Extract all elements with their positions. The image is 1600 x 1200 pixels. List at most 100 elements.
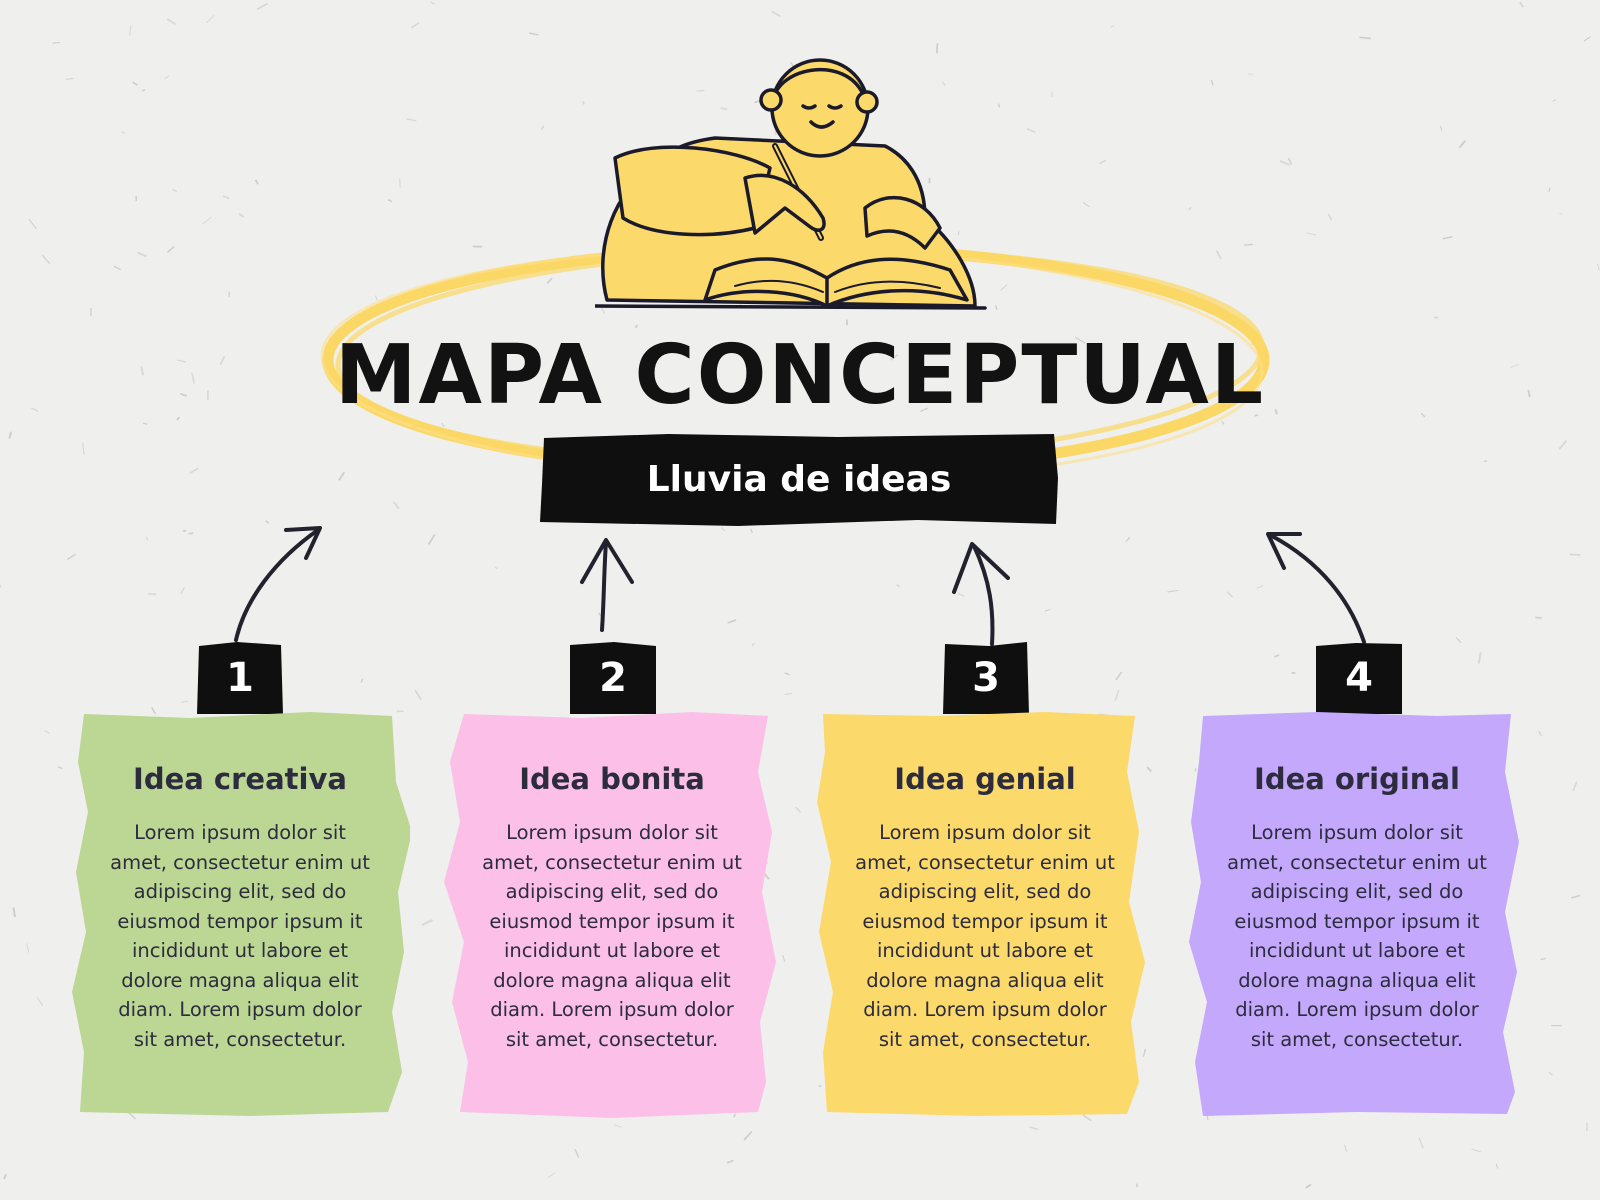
paper-fleck — [1226, 591, 1234, 598]
paper-fleck — [1519, 1, 1524, 8]
paper-fleck — [1510, 363, 1520, 369]
paper-fleck — [166, 245, 175, 254]
idea-card-shape-3 — [817, 712, 1145, 1116]
paper-fleck — [145, 536, 149, 541]
idea-card-fill-2 — [444, 712, 776, 1118]
subtitle-banner: Lluvia de ideas — [538, 434, 1060, 526]
number-tab-3: 3 — [943, 642, 1029, 714]
paper-fleck — [129, 25, 132, 36]
paper-fleck — [995, 305, 998, 311]
paper-fleck — [1535, 616, 1542, 619]
paper-fleck — [222, 195, 230, 200]
paper-fleck — [406, 118, 417, 122]
paper-fleck — [1442, 235, 1453, 240]
paper-fleck — [1558, 440, 1568, 450]
paper-fleck — [1029, 1126, 1039, 1131]
paper-fleck — [1221, 420, 1225, 425]
idea-title-1: Idea creativa — [133, 762, 347, 796]
paper-fleck — [31, 407, 39, 412]
paper-fleck — [172, 189, 177, 192]
paper-fleck — [1142, 1048, 1146, 1058]
paper-fleck — [771, 10, 781, 18]
paper-fleck — [206, 14, 215, 24]
idea-card-fill-3 — [817, 712, 1145, 1116]
paper-fleck — [121, 130, 126, 134]
paper-fleck — [191, 372, 195, 384]
paper-fleck — [1537, 730, 1543, 737]
paper-fleck — [132, 81, 138, 86]
idea-card-1: Idea creativa Lorem ipsum dolor sit amet… — [70, 712, 410, 1122]
paper-fleck — [1548, 187, 1551, 193]
paper-fleck — [1254, 414, 1259, 417]
paper-fleck — [1439, 125, 1443, 131]
paper-fleck — [1210, 79, 1214, 86]
paper-fleck — [150, 707, 157, 715]
paper-fleck — [1279, 160, 1291, 166]
paper-fleck — [1483, 460, 1488, 463]
paper-fleck — [421, 919, 433, 926]
paper-fleck — [574, 1148, 580, 1158]
paper-fleck — [1125, 536, 1131, 543]
paper-fleck — [177, 359, 186, 363]
paper-fleck — [1159, 383, 1168, 386]
paper-fleck — [256, 2, 268, 11]
paper-fleck — [528, 32, 539, 36]
paper-fleck — [1082, 201, 1090, 208]
number-label-4: 4 — [1345, 655, 1373, 701]
paper-fleck — [941, 81, 946, 86]
paper-fleck — [1306, 232, 1317, 236]
paper-fleck — [387, 198, 393, 203]
paper-fleck — [26, 943, 30, 953]
paper-fleck — [36, 997, 44, 1006]
number-label-3: 3 — [972, 655, 1000, 701]
idea-card-fill-1 — [72, 712, 410, 1116]
arrow-1 — [234, 526, 322, 642]
paper-fleck — [1114, 689, 1120, 701]
number-tab-1: 1 — [197, 642, 283, 714]
idea-card-2: Idea bonita Lorem ipsum dolor sit amet, … — [442, 712, 782, 1122]
paper-fleck — [188, 532, 194, 535]
paper-fleck — [3, 1173, 7, 1180]
paper-fleck — [1418, 1137, 1424, 1149]
paper-fleck — [238, 212, 245, 218]
paper-fleck — [600, 307, 606, 314]
paper-fleck — [180, 587, 186, 595]
paper-fleck — [1343, 1144, 1348, 1153]
idea-card-shape-2 — [444, 712, 776, 1118]
paper-fleck — [784, 692, 793, 695]
number-tab-4: 4 — [1316, 642, 1402, 714]
paper-fleck — [957, 231, 960, 236]
paper-fleck — [414, 689, 422, 701]
paper-fleck — [166, 18, 177, 25]
paper-fleck — [28, 218, 37, 230]
person-writing-illustration — [595, 58, 987, 310]
paper-fleck — [1471, 1148, 1481, 1153]
paper-fleck — [1044, 608, 1051, 612]
idea-body-3: Lorem ipsum dolor sit amet, consectetur … — [855, 821, 1115, 1051]
paper-fleck — [1455, 637, 1462, 644]
paper-fleck — [66, 77, 74, 81]
paper-fleck — [1559, 212, 1563, 215]
paper-fleck — [1477, 652, 1482, 664]
paper-fleck — [189, 467, 199, 474]
paper-fleck — [219, 356, 226, 366]
paper-fleck — [44, 730, 50, 734]
paper-fleck — [1548, 1071, 1553, 1076]
paper-fleck — [1274, 409, 1278, 415]
paper-fleck — [1256, 585, 1264, 589]
paper-fleck — [743, 1130, 753, 1141]
paper-fleck — [547, 1172, 556, 1178]
paper-fleck — [1000, 284, 1008, 291]
paper-fleck — [896, 583, 901, 588]
paper-fleck — [733, 1113, 737, 1118]
paper-fleck — [113, 265, 121, 271]
paper-fleck — [360, 678, 364, 683]
paper-fleck — [935, 43, 939, 54]
number-label-2: 2 — [599, 655, 627, 701]
paper-fleck — [720, 526, 726, 532]
idea-card-3: Idea genial Lorem ipsum dolor sit amet, … — [815, 712, 1155, 1122]
paper-fleck — [441, 422, 445, 428]
paper-fleck — [920, 407, 928, 412]
